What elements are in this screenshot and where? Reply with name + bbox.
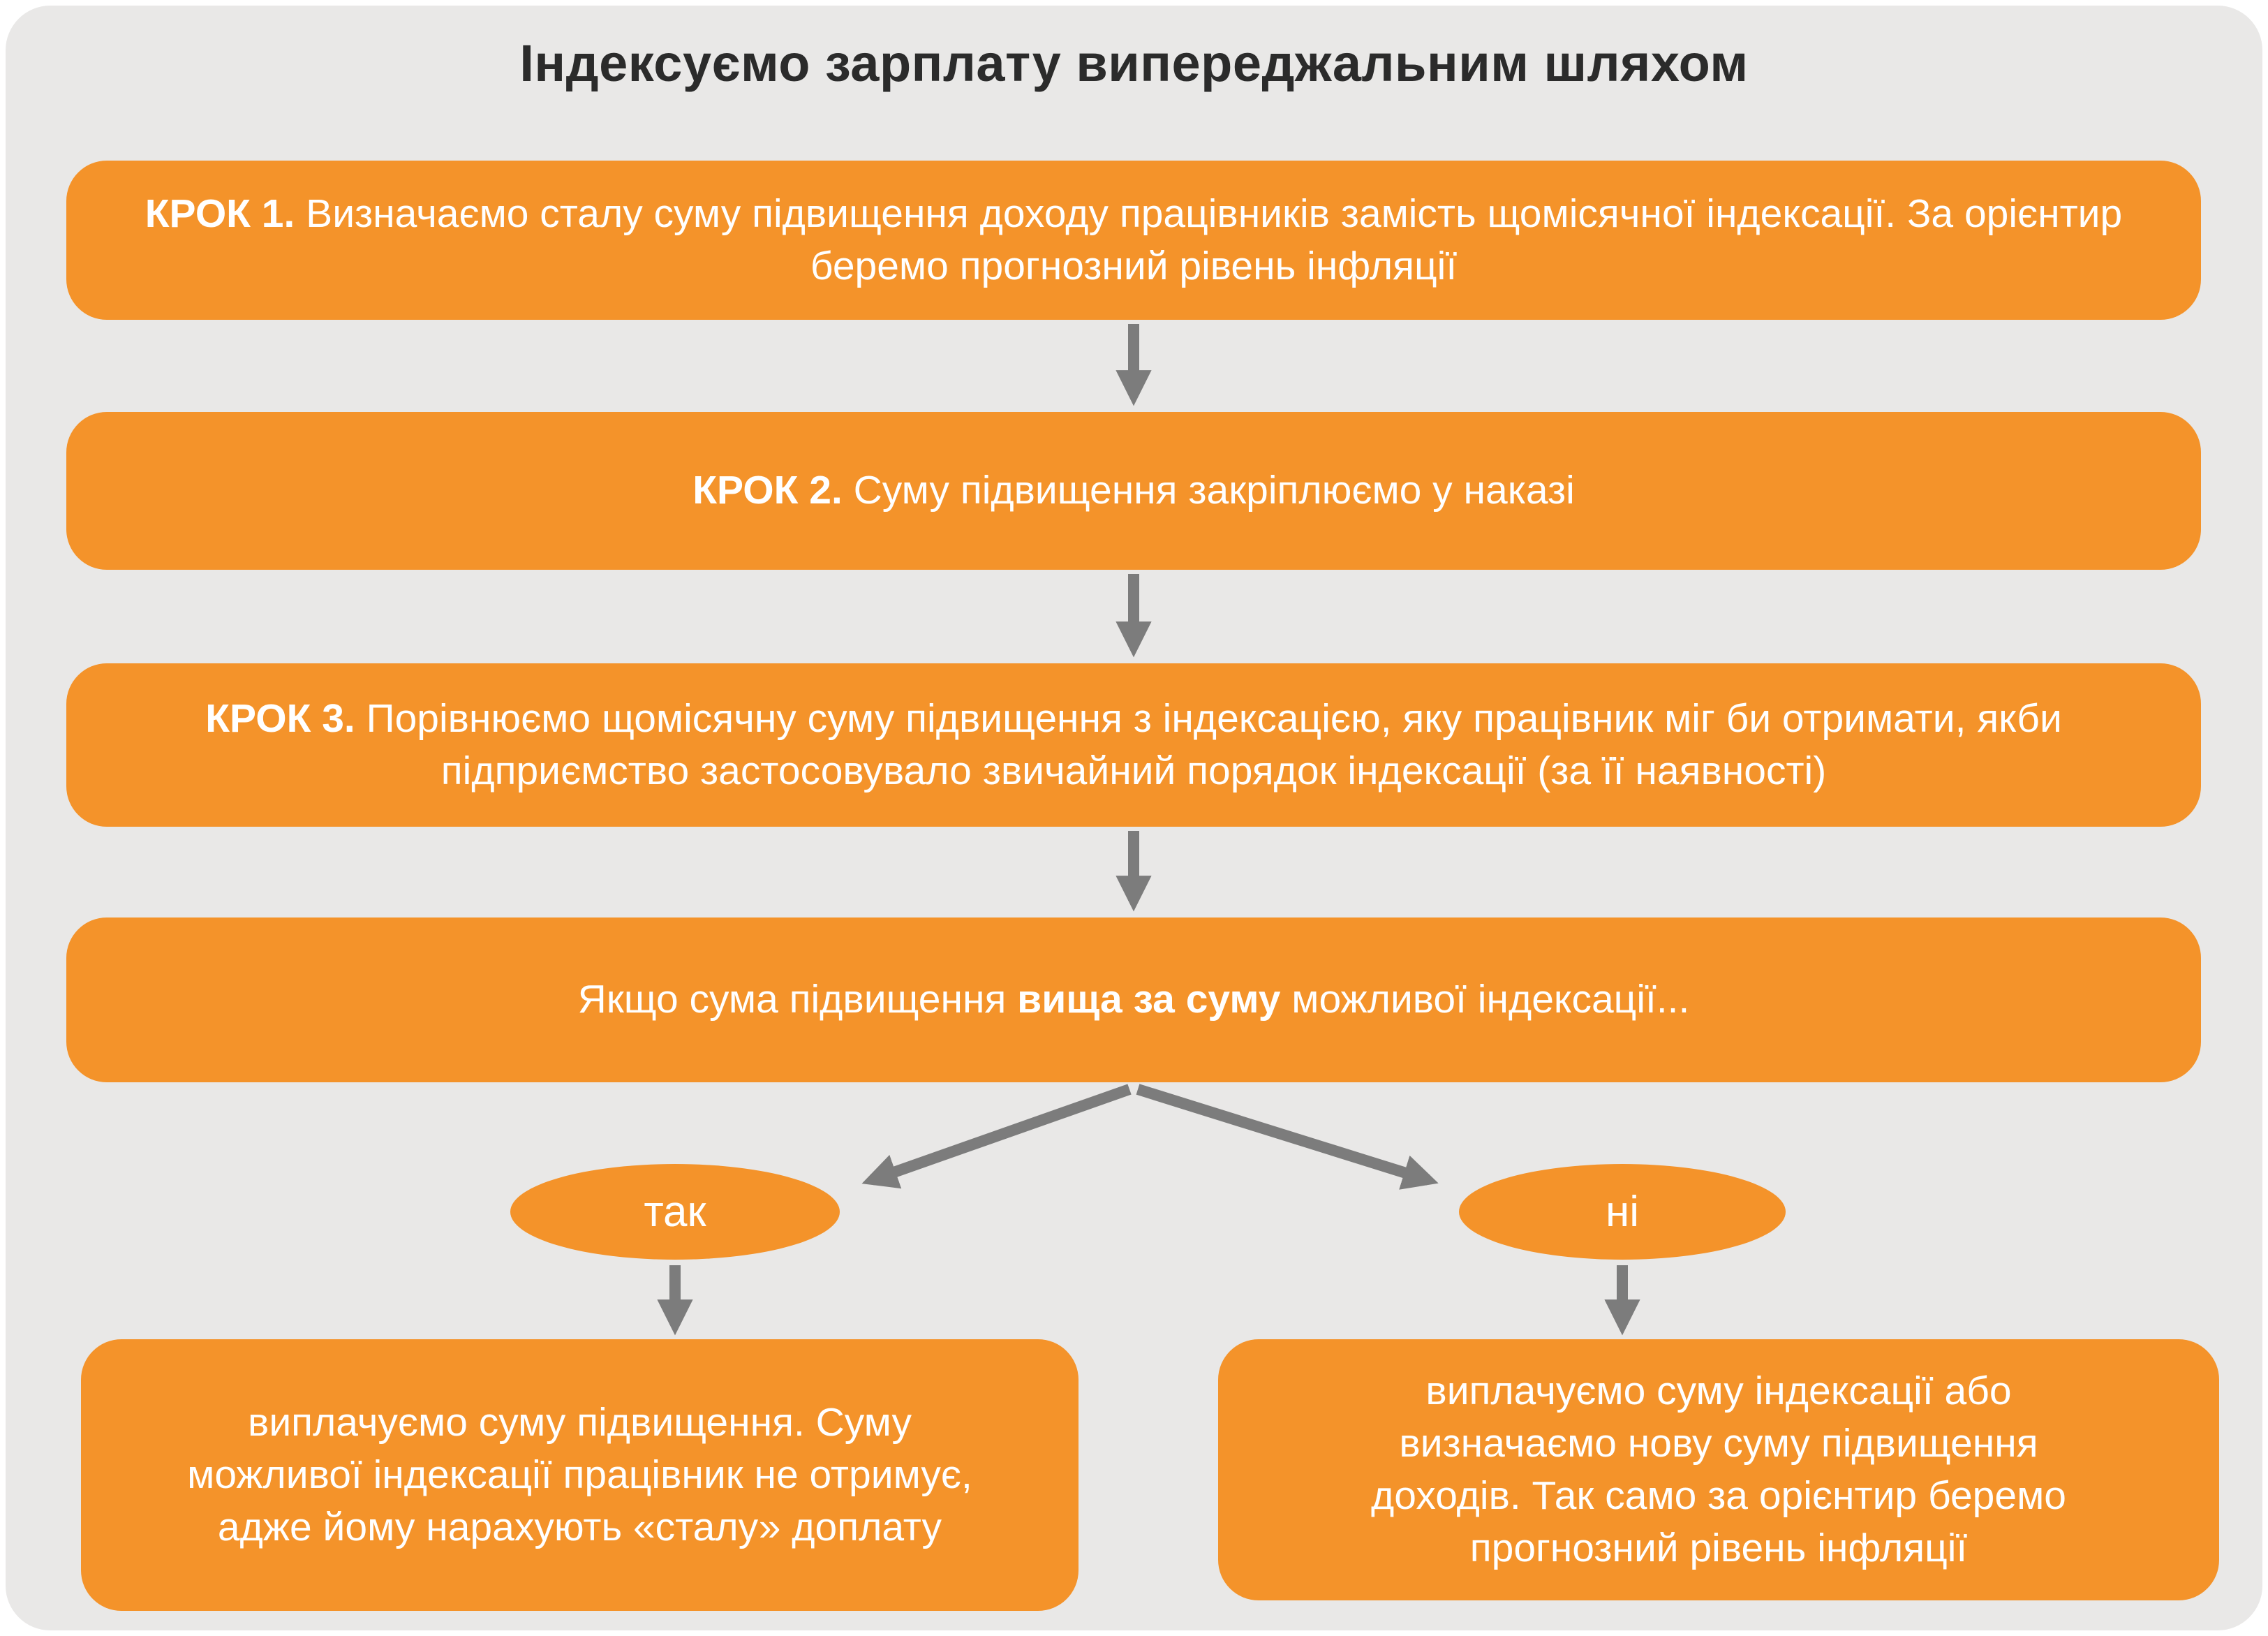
step-3-box: КРОК 3. Порівнюємо щомісячну суму підвищ…: [66, 663, 2201, 827]
condition-text-pre: Якщо сума підвищення: [577, 977, 1018, 1022]
condition-text-post: можливої індексації...: [1280, 977, 1690, 1022]
condition-box: Якщо сума підвищення вища за суму можлив…: [66, 918, 2201, 1082]
branch-no-ellipse: ні: [1459, 1164, 1786, 1260]
result-no-box: виплачуємо суму індексації або визначаєм…: [1218, 1339, 2219, 1600]
step-2-label: КРОК 2.: [692, 468, 843, 513]
step-2-box: КРОК 2. Суму підвищення закріплюємо у на…: [66, 412, 2201, 570]
step-2-content: КРОК 2. Суму підвищення закріплюємо у на…: [692, 464, 1575, 517]
step-3-text: Порівнюємо щомісячну суму підвищення з і…: [366, 695, 2062, 793]
step-2-text: Суму підвищення закріплюємо у наказі: [853, 468, 1575, 513]
branch-yes-ellipse: так: [510, 1164, 840, 1260]
step-1-box: КРОК 1. Визначаємо сталу суму підвищення…: [66, 161, 2201, 320]
result-yes-box: виплачуємо суму підвищення. Суму можливо…: [81, 1339, 1079, 1611]
result-no-text: виплачуємо суму індексації або визначаєм…: [1371, 1368, 2066, 1571]
step-1-content: КРОК 1. Визначаємо сталу суму підвищення…: [133, 188, 2135, 293]
diagram-title: Індексуємо зарплату випереджальним шляхо…: [519, 34, 1749, 92]
step-1-label: КРОК 1.: [144, 191, 295, 236]
condition-text-bold: вища за суму: [1017, 977, 1281, 1022]
branch-yes-label: так: [644, 1187, 706, 1236]
step-3-content: КРОК 3. Порівнюємо щомісячну суму підвищ…: [133, 693, 2135, 797]
step-3-label: КРОК 3.: [205, 695, 355, 741]
branch-no-label: ні: [1605, 1187, 1639, 1236]
condition-content: Якщо сума підвищення вища за суму можлив…: [578, 973, 1690, 1026]
step-1-text: Визначаємо сталу суму підвищення доходу …: [306, 191, 2123, 288]
result-yes-text: виплачуємо суму підвищення. Суму можливо…: [187, 1399, 972, 1550]
